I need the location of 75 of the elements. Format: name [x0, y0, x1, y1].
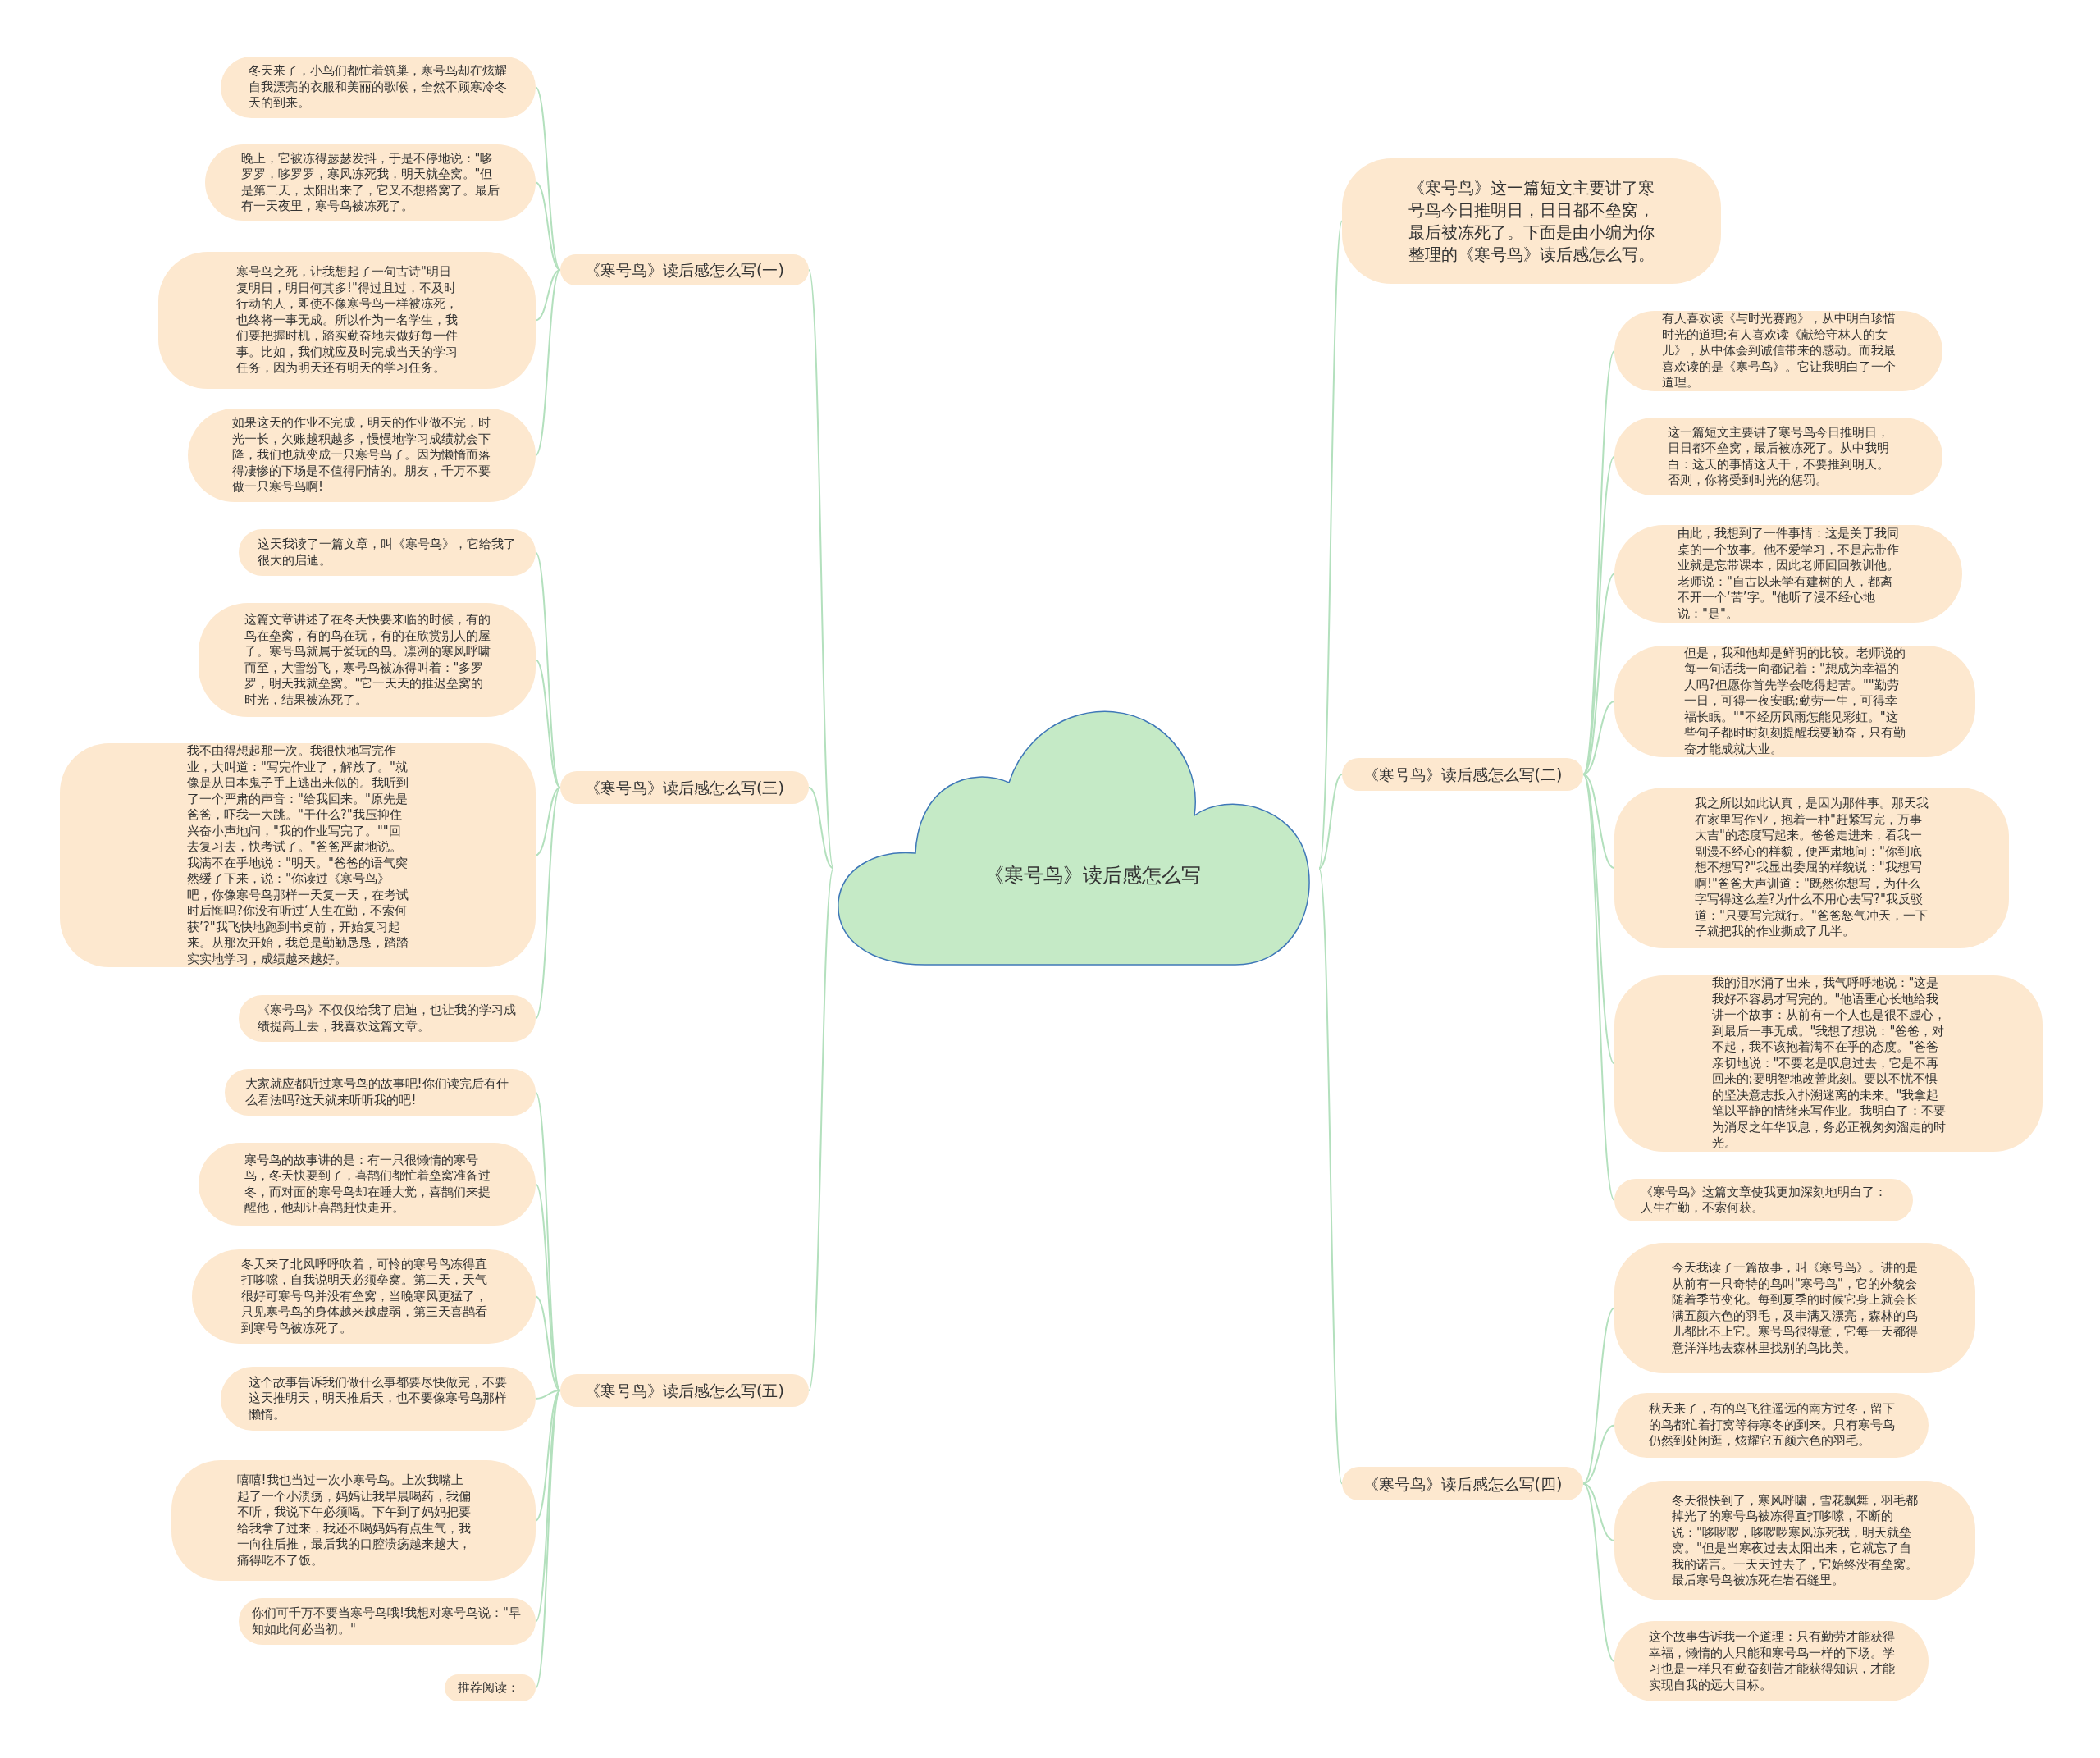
paragraph: 但是，我和他却是鲜明的比较。老师说的每一句话我一向都记着："想成为幸福的人吗?但愿你首先学会吃得起苦。""勤劳一日，可得一夜安眠;勤劳一生，可得幸福长眠。""不经历风雨怎能见彩虹。"这些句子都时时刻刻提醒我要勤奋，只有勤奋才能成就大业。	[1684, 645, 1906, 758]
connector-line	[1582, 774, 1615, 1065]
paragraph: 这一篇短文主要讲了寒号鸟今日推明日，日日都不垒窝，最后被冻死了。从中我明白：这天的事情这天干，不要推到明天。否则，你将受到时光的惩罚。	[1668, 424, 1889, 489]
connector-line	[535, 787, 561, 856]
connector-line	[535, 1390, 561, 1400]
connector-line	[535, 1295, 561, 1391]
paragraph: 冬天来了，小鸟们都忙着筑巢，寒号鸟却在炫耀自我漂亮的衣服和美丽的歌喉，全然不顾寒冷冬天的到来。	[249, 63, 508, 112]
text-bubble	[60, 743, 536, 967]
paragraph: 寒号鸟的故事讲的是：有一只很懒惰的寒号鸟，冬天快要到了，喜鹊们都忙着垒窝准备过冬，而对面的寒号鸟却在睡大觉，喜鹊们来提醒他，他却让喜鹊赶快走开。	[244, 1152, 491, 1217]
text-bubble	[239, 1598, 536, 1645]
paragraph: 嘻嘻!我也当过一次小寒号鸟。上次我嘴上起了一个小溃疡，妈妈让我早晨喝药，我偏不听，我说下午必须喝。下午到了妈妈把要给我拿了过来，我还不喝妈妈有点生气，我一向往后推，最后我的口腔溃疡越来越大，痛得吃不了饭。	[236, 1473, 471, 1569]
connector-line	[535, 1390, 561, 1623]
paragraph: 这篇文章讲述了在冬天快要来临的时候，有的鸟在垒窝，有的鸟在玩，有的在欣赏别人的屋子。寒号鸟就属于爱玩的鸟。凛冽的寒风呼啸而至，大雪纷飞，寒号鸟被冻得叫着："多罗罗，明天我就垒窝。"它一天天的推迟垒窝的时光，结果被冻死了。	[244, 612, 491, 708]
connector-line	[1582, 774, 1615, 869]
connector-line	[1318, 220, 1343, 870]
branch-topic	[1342, 758, 1583, 791]
text-bubble	[1614, 1243, 1975, 1373]
connector-line	[808, 269, 834, 870]
text-bubble	[1614, 1179, 1913, 1221]
text-bubble	[158, 252, 536, 389]
connector-line	[535, 269, 561, 322]
branch-title: 《寒号鸟》读后感怎么写(一)	[585, 260, 784, 280]
connector-line	[1582, 1482, 1615, 1662]
paragraph: 大家就应都听过寒号鸟的故事吧!你们读完后有什么看法吗?这天就来听听我的吧!	[244, 1076, 509, 1108]
branch-title: 《寒号鸟》读后感怎么写(五)	[585, 1381, 784, 1400]
connector-line	[1582, 1307, 1615, 1485]
connector-line	[535, 787, 561, 1020]
branch-title: 《寒号鸟》读后感怎么写(三)	[585, 778, 784, 797]
paragraph: 这天我读了一篇文章，叫《寒号鸟》，它给我了很大的启迪。	[258, 537, 517, 568]
paragraph: 我不由得想起那一次。我很快地写完作业，大叫道："写完作业了，解放了。"就像是从日本鬼子手上逃出来似的。我听到了一个严肃的声音："给我回来。"原先是爸爸，吓我一大跳。"干什么?"我压抑住兴奋小声地问，"我的作业写完了。""回去复习去，快考试了。"爸爸严肃地说。我满不在乎地说："明天。"爸爸的语气突然缓了下来，说："你读过《寒号鸟》吧，你像寒号鸟那样一天复一天，在考试时后悔吗?你没有听过‘人生在勤，不索何获’?"我飞快地跑到书桌前，开始复习起来。从那次开始，我总是勤勤恳恳，踏踏实实地学习，成绩越来越好。	[187, 743, 409, 967]
text-bubble	[239, 995, 536, 1042]
text-bubble	[1614, 975, 2043, 1152]
paragraph: 由此，我想到了一件事情：这是关于我同桌的一个故事。他不爱学习，不是忘带作业就是忘带课本，因此老师回回教训他。老师说："自古以来学有建树的人，都离不开一个‘苦’字。"他听了漫不经心地说："是"。	[1678, 526, 1899, 622]
paragraph: 秋天来了，有的鸟飞往遥远的南方过冬，留下的鸟都忙着打窝等待寒冬的到来。只有寒号鸟仍然到处闲逛，炫耀它五颜六色的羽毛。	[1648, 1401, 1895, 1450]
connector-line	[535, 659, 561, 788]
branch-title: 《寒号鸟》读后感怎么写(二)	[1363, 765, 1563, 784]
paragraph: 我的泪水涌了出来，我气呼呼地说："这是我好不容易才写完的。"他语重心长地给我讲一个故事：从前有一个人也是很不虚心，到最后一事无成。"我想了想说："爸爸，对不起，我不该抱着满不在乎的态度。"爸爸亲切地说："不要老是叹息过去，它是不再回来的;要明智地改善此刻。要以不忧不惧的坚决意志投入扑溯迷离的未来。"我拿起笔以平静的情绪来写作业。我明白了：不要为消尽之年华叹息，务必正视匆匆溜走的时光。	[1711, 975, 1946, 1152]
paragraph: 如果这天的作业不完成，明天的作业做不完，时光一长，欠账越积越多，慢慢地学习成绩就会下降，我们也就变成一只寒号鸟了。因为懒惰而落得凄惨的下场是不值得同情的。朋友，千万不要做一只寒号鸟啊!	[232, 415, 491, 495]
paragraph: 我之所以如此认真，是因为那件事。那天我在家里写作业，抱着一种"赶紧写完，万事大吉"的态度写起来。爸爸走进来，看我一副漫不经心的样貌，便严肃地问："你到底想不想写?"我显出委屈的样貌说："我想写啊!"爸爸大声训道："既然你想写，为什么字写得这么差?为什么不用心去写?"我反驳道："只要写完就行。"爸爸怒气冲天，一下子就把我的作业撕成了几半。	[1695, 796, 1929, 940]
paragraph: 冬天很快到了，寒风呼啸，雪花飘舞，羽毛都掉光了的寒号鸟被冻得直打哆嗦，不断的说："哆啰啰，哆啰啰寒风冻死我，明天就垒窝。"但是当寒夜过去太阳出来，它就忘了自我的诺言。一天天过去了，它始终没有垒窝。最后寒号鸟被冻死在岩石缝里。	[1672, 1492, 1918, 1589]
paragraph: 冬天来了北风呼呼吹着，可怜的寒号鸟冻得直打哆嗦，自我说明天必须垒窝。第二天，天气很好可寒号鸟并没有垒窝，当晚寒风更猛了，只见寒号鸟的身体越来越虚弱，第三天喜鹊看到寒号鸟被冻死了。	[240, 1256, 487, 1337]
connector-line	[1318, 774, 1343, 870]
paragraph: 你们可千万不要当寒号鸟哦!我想对寒号鸟说："早知如此何必当初。"	[252, 1605, 522, 1637]
connector-line	[535, 1390, 561, 1689]
connector-line	[1582, 701, 1615, 775]
paragraph: 《寒号鸟》不仅仅给我了启迪，也让我的学习成绩提高上去，我喜欢这篇文章。	[258, 1002, 517, 1034]
branch-topic	[560, 1374, 809, 1407]
connector-line	[1582, 350, 1615, 775]
connector-line	[808, 787, 834, 870]
text-bubble	[225, 1069, 536, 1116]
connector-line	[535, 181, 561, 271]
topic-title: 《寒号鸟》读后感怎么写	[984, 862, 1201, 888]
paragraph: 有人喜欢读《与时光赛跑》，从中明白珍惜时光的道理;有人喜欢读《献给守林人的女儿》，从中体会到诚信带来的感动。而我最喜欢读的是《寒号鸟》。它让我明白了一个道理。	[1661, 311, 1896, 391]
connector-line	[808, 867, 834, 1391]
paragraph: 推荐阅读：	[457, 1679, 520, 1696]
paragraph: 晚上，它被冻得瑟瑟发抖，于是不停地说："哆罗罗，哆罗罗，寒风冻死我，明天就垒窝。"但是第二天，太阳出来了，它又不想搭窝了。最后有一天夜里，寒号鸟被冻死了。	[240, 150, 500, 215]
connector-line	[535, 551, 561, 788]
connector-line	[535, 1390, 561, 1522]
paragraph: 《寒号鸟》这篇文章使我更加深刻地明白了：人生在勤，不索何获。	[1641, 1184, 1887, 1217]
paragraph: 寒号鸟之死，让我想起了一句古诗"明日复明日，明日何其多!"得过且过，不及时行动的人，即使不像寒号鸟一样被冻死，也终将一事无成。所以作为一名学生，我们要把握时机，踏实勤奋地去做好每一件事。比如，我们就应及时完成当天的学习任务，因为明天还有明天的学习任务。	[236, 264, 458, 377]
branch-topic	[560, 771, 809, 804]
connector-line	[1582, 774, 1615, 1201]
branch-title: 《寒号鸟》读后感怎么写(四)	[1363, 1473, 1563, 1494]
branch-topic	[560, 254, 809, 285]
branch-topic	[1342, 1467, 1583, 1500]
connector-line	[535, 269, 561, 456]
paragraph: 这个故事告诉我一个道理：只有勤劳才能获得幸福，懒惰的人只能和寒号鸟一样的下场。学习也是一样只有勤奋刻苦才能获得知识，才能实现自我的远大目标。	[1648, 1629, 1895, 1693]
paragraph: 这个故事告诉我们做什么事都要尽快做完，不要这天推明天，明天推后天，也不要像寒号鸟那样懒惰。	[249, 1374, 508, 1423]
text-bubble	[239, 529, 536, 576]
connector-line	[535, 1091, 561, 1391]
paragraph: 《寒号鸟》这一篇短文主要讲了寒号鸟今日推明日，日日都不垒窝，最后被冻死了。下面是由小编为你整理的《寒号鸟》读后感怎么写。	[1408, 176, 1655, 266]
text-bubble	[445, 1674, 536, 1701]
text-bubble	[1614, 788, 2009, 948]
connector-line	[1318, 867, 1343, 1485]
paragraph: 今天我读了一篇故事，叫《寒号鸟》。讲的是从前有一只奇特的鸟叫"寒号鸟"，它的外貌会随着季节变化。每到夏季的时候它身上就会长满五颜六色的羽毛，及丰满又漂亮，森林的鸟儿都比不上它。寒号鸟很得意，它每一天都得意洋洋地去森林里找别的鸟比美。	[1672, 1260, 1918, 1356]
